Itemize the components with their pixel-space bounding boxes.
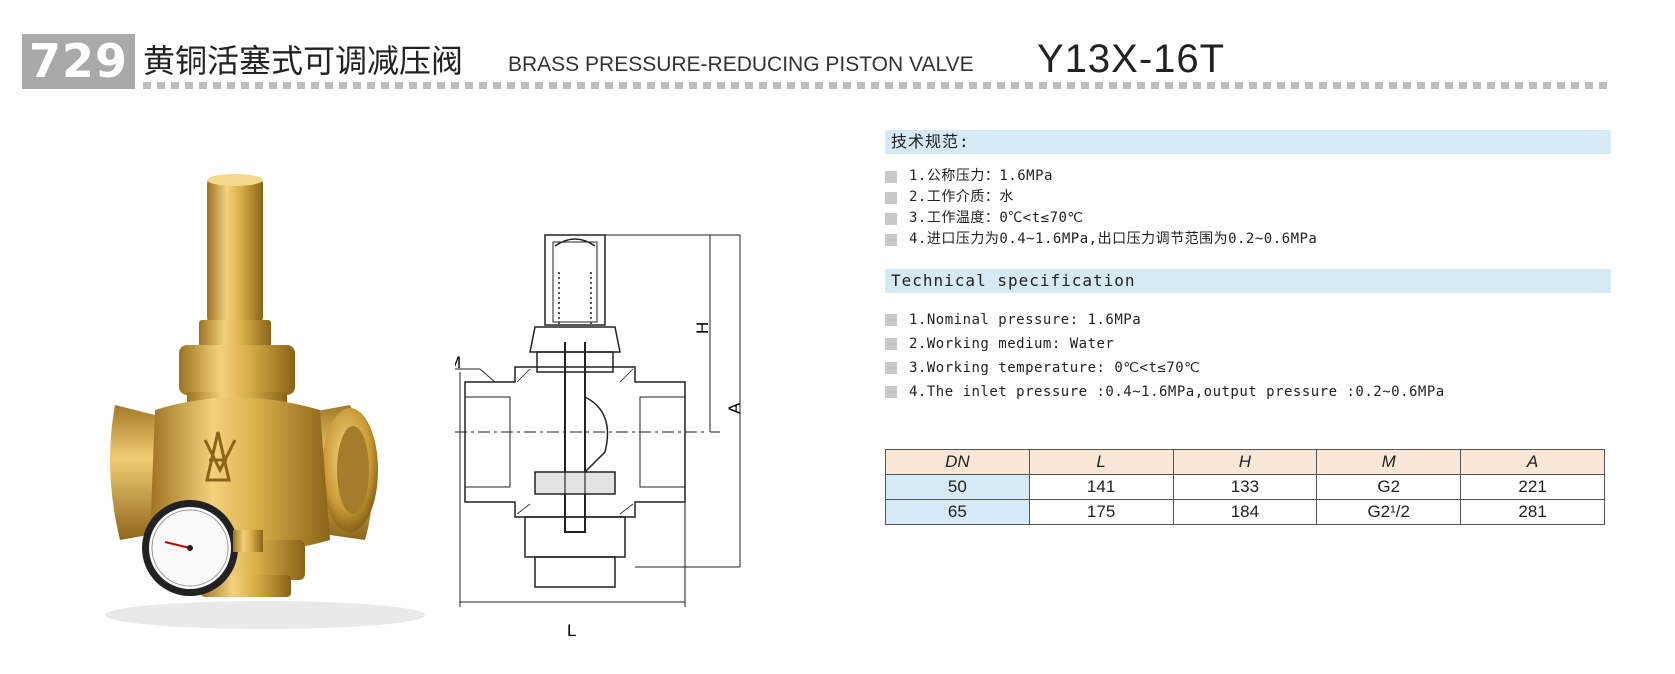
table-cell: G2 bbox=[1316, 474, 1462, 500]
table-cell: 184 bbox=[1172, 499, 1318, 525]
table-cell: 175 bbox=[1028, 499, 1174, 525]
product-title-cn: 黄铜活塞式可调减压阀 bbox=[143, 42, 464, 80]
bullet-square-icon bbox=[885, 212, 897, 225]
valve-product-image bbox=[105, 174, 425, 629]
model-number: Y13X-16T bbox=[1037, 37, 1226, 81]
list-item: 1.Nominal pressure: 1.6MPa bbox=[885, 308, 1445, 332]
list-item: 3.Working temperature: 0℃<t≤70℃ bbox=[885, 356, 1445, 380]
list-item: 2.工作介质：水 bbox=[885, 187, 1317, 208]
table-cell: 221 bbox=[1460, 474, 1605, 500]
list-item: 1.公称压力：1.6MPa bbox=[885, 166, 1317, 187]
dimension-table: DN L H M A 50 141 133 G2 221 65 175 184 … bbox=[885, 449, 1605, 525]
dim-label-l: L bbox=[567, 621, 576, 640]
spec-heading-cn: 技术规范: bbox=[885, 130, 1611, 154]
spec-list-cn: 1.公称压力：1.6MPa 2.工作介质：水 3.工作温度：0℃<t≤70℃ 4… bbox=[885, 166, 1317, 250]
header-divider bbox=[143, 82, 1610, 89]
product-title-en: BRASS PRESSURE-REDUCING PISTON VALVE bbox=[508, 53, 974, 76]
table-header-cell: A bbox=[1460, 449, 1605, 475]
dim-label-h: H bbox=[693, 322, 712, 334]
table-cell: 281 bbox=[1460, 499, 1605, 525]
table-row: 65 175 184 G2¹/2 281 bbox=[885, 499, 1605, 525]
bullet-square-icon bbox=[885, 314, 897, 326]
table-header-cell: L bbox=[1028, 449, 1174, 475]
list-item: 4.The inlet pressure :0.4~1.6MPa,output … bbox=[885, 380, 1445, 404]
list-item: 3.工作温度：0℃<t≤70℃ bbox=[885, 208, 1317, 229]
table-header-cell: H bbox=[1172, 449, 1318, 475]
spec-heading-en: Technical specification bbox=[885, 269, 1611, 293]
table-header-cell: M bbox=[1316, 449, 1462, 475]
dim-label-m: M bbox=[455, 353, 461, 372]
bullet-square-icon bbox=[885, 386, 897, 398]
valve-section-drawing: M H A L bbox=[455, 234, 744, 640]
table-cell: 133 bbox=[1172, 474, 1318, 500]
bullet-square-icon bbox=[885, 362, 897, 374]
table-cell: 50 bbox=[885, 474, 1030, 500]
table-header-cell: DN bbox=[885, 449, 1030, 475]
bullet-square-icon bbox=[885, 233, 897, 246]
table-cell: 65 bbox=[885, 499, 1030, 525]
list-item: 4.进口压力为0.4~1.6MPa,出口压力调节范围为0.2~0.6MPa bbox=[885, 229, 1317, 250]
table-header-row: DN L H M A bbox=[885, 449, 1605, 475]
bullet-square-icon bbox=[885, 191, 897, 204]
dim-label-a: A bbox=[725, 402, 744, 414]
table-cell: 141 bbox=[1028, 474, 1174, 500]
bullet-square-icon bbox=[885, 170, 897, 183]
bullet-square-icon bbox=[885, 338, 897, 350]
spec-list-en: 1.Nominal pressure: 1.6MPa 2.Working med… bbox=[885, 308, 1445, 404]
table-cell: G2¹/2 bbox=[1316, 499, 1462, 525]
list-item: 2.Working medium: Water bbox=[885, 332, 1445, 356]
catalog-number-badge: 729 bbox=[22, 34, 135, 89]
table-row: 50 141 133 G2 221 bbox=[885, 474, 1605, 500]
